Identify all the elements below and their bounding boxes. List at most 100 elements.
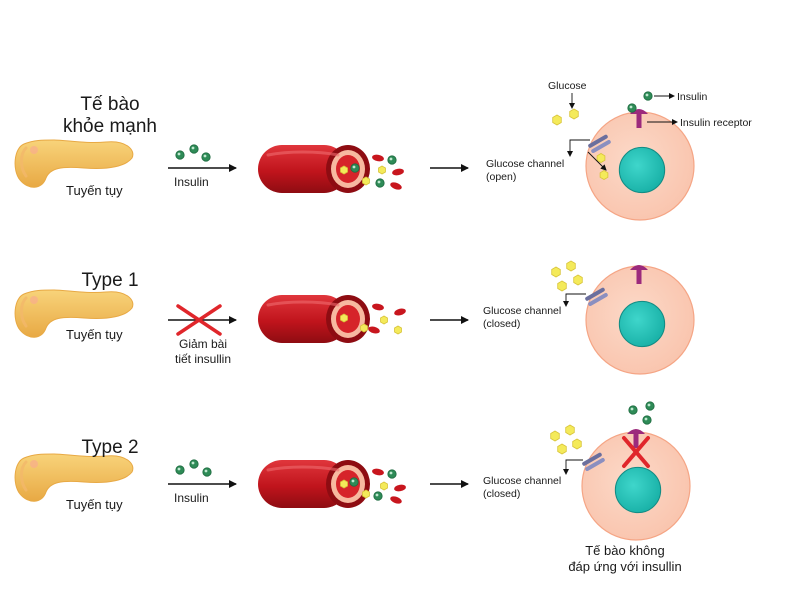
red-blood-cell bbox=[394, 484, 406, 492]
receptor-head bbox=[630, 265, 648, 270]
pancreas-spot bbox=[30, 460, 38, 468]
insulin-highlight bbox=[645, 93, 649, 97]
vessel-lumen bbox=[336, 470, 360, 498]
glucose-molecule-icon bbox=[552, 114, 562, 126]
glucose-molecule-icon bbox=[599, 170, 609, 180]
glucose-channel-label-type2: Glucose channel bbox=[483, 475, 562, 487]
caption-type2: Tế bào không đáp ứng với insullin bbox=[568, 543, 682, 574]
receptor-stem bbox=[636, 270, 642, 284]
insulin-molecule-icon bbox=[175, 465, 185, 475]
glucose-label: Glucose bbox=[548, 80, 587, 92]
channel-bar bbox=[585, 457, 605, 471]
insulin-highlight bbox=[629, 105, 633, 109]
vessel-highlight bbox=[266, 300, 340, 307]
insulin-molecule-icon bbox=[628, 405, 638, 415]
pancreas-label-type1: Tuyến tụy bbox=[66, 327, 123, 342]
glucose-entry-arrow bbox=[587, 151, 607, 171]
vessel-lumen bbox=[336, 305, 360, 333]
pancreas-body bbox=[14, 453, 134, 502]
insulin-highlight bbox=[177, 152, 181, 156]
vessel-tube bbox=[258, 145, 348, 193]
glucose-molecule-icon bbox=[557, 443, 567, 455]
blood-vessel-icon-healthy bbox=[258, 145, 370, 193]
insulin-molecule-icon bbox=[350, 163, 360, 173]
arrow-label-healthy: Insulin bbox=[174, 175, 209, 189]
insulin-molecule-icon bbox=[201, 152, 211, 162]
pancreas-body bbox=[14, 139, 134, 188]
vessel-lumen bbox=[336, 155, 360, 183]
channel-pointer-type2 bbox=[563, 459, 583, 475]
pancreas-spot bbox=[30, 146, 38, 154]
glucose-channel-icon-type1 bbox=[585, 287, 608, 306]
insulin-molecule-icon bbox=[387, 155, 397, 165]
pancreas-body bbox=[14, 289, 134, 338]
vessel-tube bbox=[258, 460, 348, 508]
cell-icon-healthy bbox=[585, 111, 695, 221]
insulin-molecule-icon bbox=[627, 103, 637, 113]
insulin-molecule-icon bbox=[373, 491, 383, 501]
channel-bar bbox=[582, 452, 602, 466]
insulin-highlight bbox=[644, 417, 648, 421]
insulin-highlight bbox=[203, 154, 207, 158]
channel-bar bbox=[588, 292, 608, 306]
glucose-channel-state-type1: (closed) bbox=[483, 318, 521, 330]
glucose-channel-label-type1: Glucose channel bbox=[483, 305, 562, 317]
glucose-channel-state-type2: (closed) bbox=[483, 488, 521, 500]
glucose-molecule-icon bbox=[362, 489, 370, 499]
receptor-head bbox=[627, 429, 645, 434]
pancreas-spot bbox=[30, 296, 38, 304]
cross-icon bbox=[622, 436, 650, 468]
row-title-healthy: Tế bào khỏe mạnh bbox=[62, 94, 157, 137]
insulin-receptor-icon bbox=[630, 265, 648, 284]
insulin-highlight bbox=[351, 479, 355, 483]
channel-pointer-type1 bbox=[563, 293, 586, 307]
blood-vessel-icon-type1 bbox=[258, 295, 370, 343]
insulin-highlight bbox=[191, 146, 195, 150]
red-blood-cell bbox=[372, 303, 384, 311]
glucose-molecule-icon bbox=[360, 323, 368, 333]
cell-icon-type1 bbox=[585, 265, 695, 375]
insulin-receptor-icon bbox=[627, 429, 645, 448]
glucose-molecule-icon bbox=[362, 176, 370, 186]
insulin-highlight bbox=[191, 461, 195, 465]
channel-pointer-healthy bbox=[567, 139, 590, 157]
red-blood-cell bbox=[372, 468, 384, 476]
insulin-molecule-icon bbox=[349, 477, 359, 487]
receptor-stem bbox=[633, 434, 639, 448]
insulin-highlight bbox=[375, 493, 379, 497]
vessel-highlight bbox=[266, 150, 340, 157]
glucose-molecule-icon bbox=[569, 108, 579, 120]
glucose-molecule-icon bbox=[380, 481, 388, 491]
vessel-highlight bbox=[266, 465, 340, 472]
channel-bar bbox=[588, 134, 608, 148]
cell-nucleus bbox=[618, 146, 666, 194]
glucose-molecule-icon bbox=[572, 438, 582, 450]
insulin-highlight bbox=[647, 403, 651, 407]
insulin-molecule-icon bbox=[645, 401, 655, 411]
glucose-molecule-icon bbox=[565, 424, 575, 436]
glucose-molecule-icon bbox=[380, 315, 388, 325]
pancreas-icon-type1 bbox=[14, 289, 134, 338]
cell-icon-type2 bbox=[581, 431, 691, 541]
insulin-molecule-icon bbox=[189, 459, 199, 469]
pancreas-icon-type2 bbox=[14, 453, 134, 502]
glucose-molecule-icon bbox=[340, 479, 348, 489]
insulin-highlight bbox=[204, 469, 208, 473]
pancreas-head-shade bbox=[20, 146, 28, 178]
cell-nucleus bbox=[618, 300, 666, 348]
red-blood-cell bbox=[372, 154, 384, 162]
pancreas-head-shade bbox=[20, 296, 28, 328]
cell-nucleus bbox=[614, 466, 662, 514]
insulin-molecule-icon bbox=[387, 469, 397, 479]
glucose-channel-state-healthy: (open) bbox=[486, 171, 517, 183]
glucose-channel-label-healthy: Glucose channel bbox=[486, 158, 565, 170]
arrow-label-type1: Giảm bài tiết insullin bbox=[174, 337, 232, 366]
red-blood-cell bbox=[368, 326, 380, 334]
insulin-highlight bbox=[630, 407, 634, 411]
glucose-molecule-icon bbox=[550, 430, 560, 442]
insulin-molecule-icon bbox=[175, 150, 185, 160]
insulin-highlight bbox=[352, 165, 356, 169]
row-title-type2: Type 2 bbox=[81, 437, 139, 458]
insulin-highlight bbox=[377, 180, 381, 184]
